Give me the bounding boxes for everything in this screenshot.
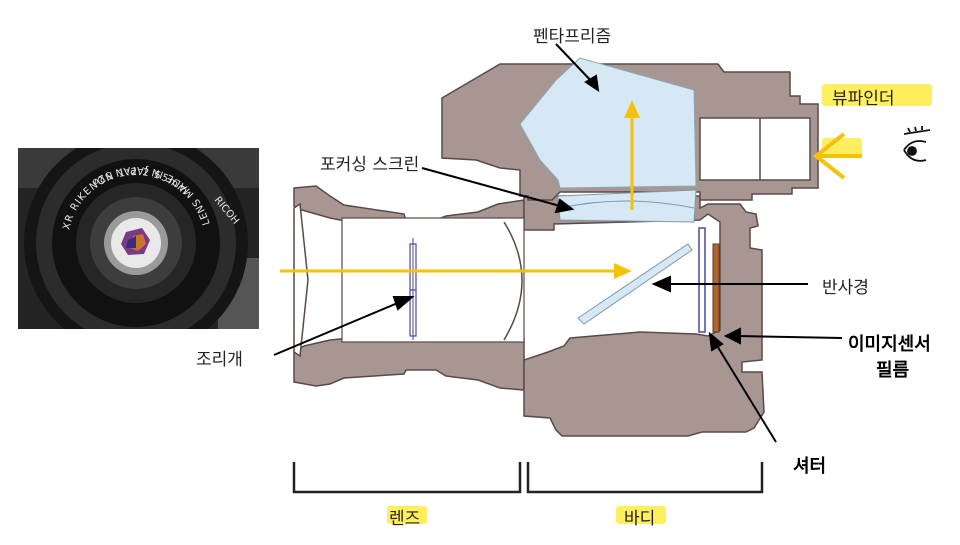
pentaprism-label: 펜타프리즘 xyxy=(533,27,612,47)
mirror-label: 반사경 xyxy=(822,278,869,298)
focusing-screen xyxy=(557,189,697,223)
shutter-leader-head xyxy=(708,331,724,352)
reflex-mirror xyxy=(577,243,693,325)
eye-direction-arrow xyxy=(812,132,846,180)
image-sensor-film xyxy=(712,243,720,333)
pentaprism-leader-head xyxy=(584,74,600,93)
camera-body xyxy=(523,187,765,437)
aperture-leader xyxy=(273,301,401,356)
body-bracket xyxy=(526,462,764,494)
film-label: 필름 xyxy=(876,360,910,381)
viewfinder-label: 뷰파인더 xyxy=(832,89,895,109)
pentaprism-leader xyxy=(555,43,595,85)
lens-label-highlight xyxy=(387,506,427,524)
aperture-leader-head xyxy=(392,296,415,311)
lens-photo-graphic: XR RIKENON 1:2.2 55mm RICOH LENS MADE IN… xyxy=(18,148,259,329)
sensor-leader-head xyxy=(723,327,741,345)
focusing-screen-leader-head xyxy=(554,198,575,214)
front-lens-element xyxy=(293,202,309,358)
viewfinder-window xyxy=(699,117,811,181)
shutter-leader xyxy=(715,343,777,443)
focusing-lens-curve xyxy=(559,200,695,209)
focusing-screen-leader xyxy=(421,167,561,207)
aperture-label: 조리개 xyxy=(196,350,243,370)
lens-bracket xyxy=(292,462,522,494)
body-label-highlight xyxy=(616,506,666,524)
sensor-leader xyxy=(737,335,843,339)
eye-icon xyxy=(903,126,931,162)
shutter-label: 셔터 xyxy=(793,456,827,477)
rear-lens-element xyxy=(503,221,523,341)
upward-ray-arrowhead xyxy=(624,100,640,118)
lens-interior xyxy=(341,217,525,343)
body-section-label: 바디 xyxy=(624,509,656,529)
image-sensor-label: 이미지센서 xyxy=(848,334,931,355)
mirror-leader-head xyxy=(651,275,671,293)
focusing-screen-label: 포커싱 스크린 xyxy=(320,155,420,175)
shutter xyxy=(698,227,706,333)
lens-photo: XR RIKENON 1:2.2 55mm RICOH LENS MADE IN… xyxy=(18,148,259,329)
lens-section-label: 렌즈 xyxy=(389,509,421,529)
light-ray-arrowhead xyxy=(614,263,632,279)
viewfinder-highlight xyxy=(822,84,932,106)
pentaprism-glass xyxy=(519,57,697,189)
